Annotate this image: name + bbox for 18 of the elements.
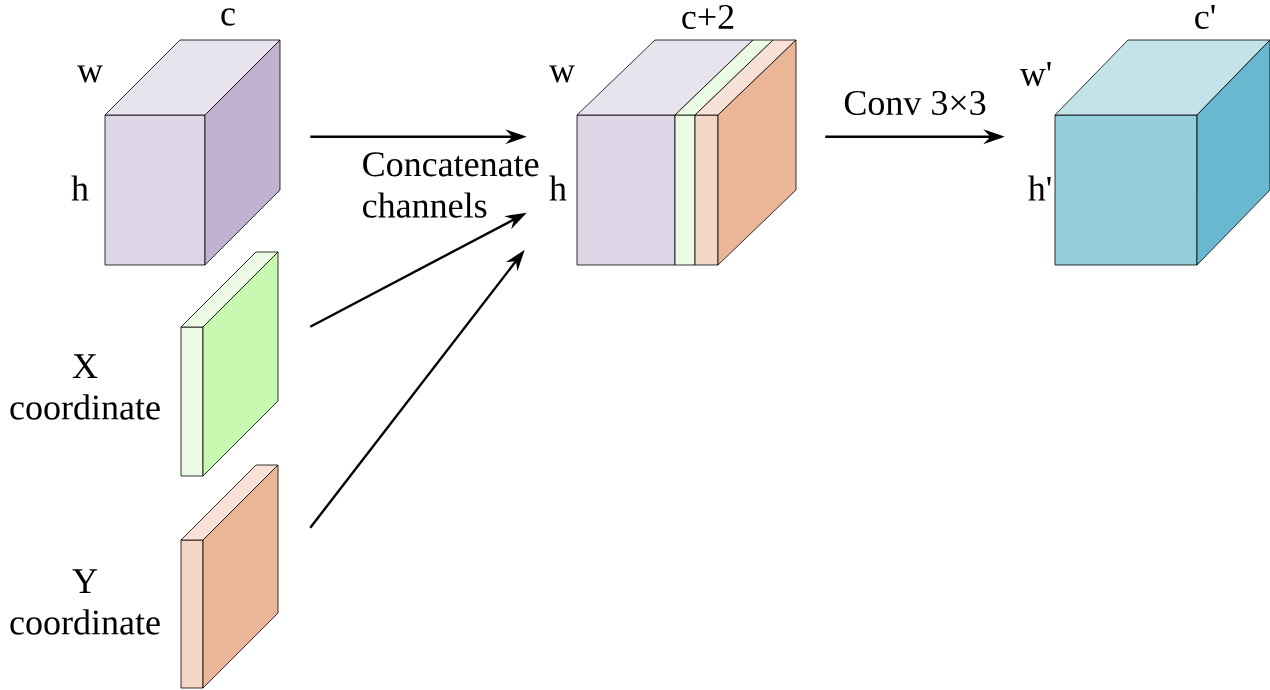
dimension-label: c [221, 8, 235, 26]
cube-drawing [1054, 39, 1270, 266]
cube-drawing [104, 39, 281, 266]
dimension-label: w [549, 65, 575, 83]
dimension-label: c+2 [682, 4, 734, 30]
dimension-label: c' [1195, 5, 1215, 29]
dimension-label: h' [1028, 175, 1051, 201]
dimension-label: w' [1019, 62, 1051, 86]
slab-label: X coordinate [10, 354, 160, 420]
edge-label: Concatenate channels [363, 152, 539, 218]
slab-drawing [180, 464, 279, 689]
cube-drawing [576, 39, 797, 266]
dimension-label: w [77, 65, 103, 83]
dimension-label: h [71, 175, 89, 201]
dimension-label: h [549, 175, 567, 201]
slab-drawing [180, 251, 279, 477]
edge-label: Conv 3×3 [844, 90, 986, 116]
slab-label: Y coordinate [10, 569, 160, 635]
